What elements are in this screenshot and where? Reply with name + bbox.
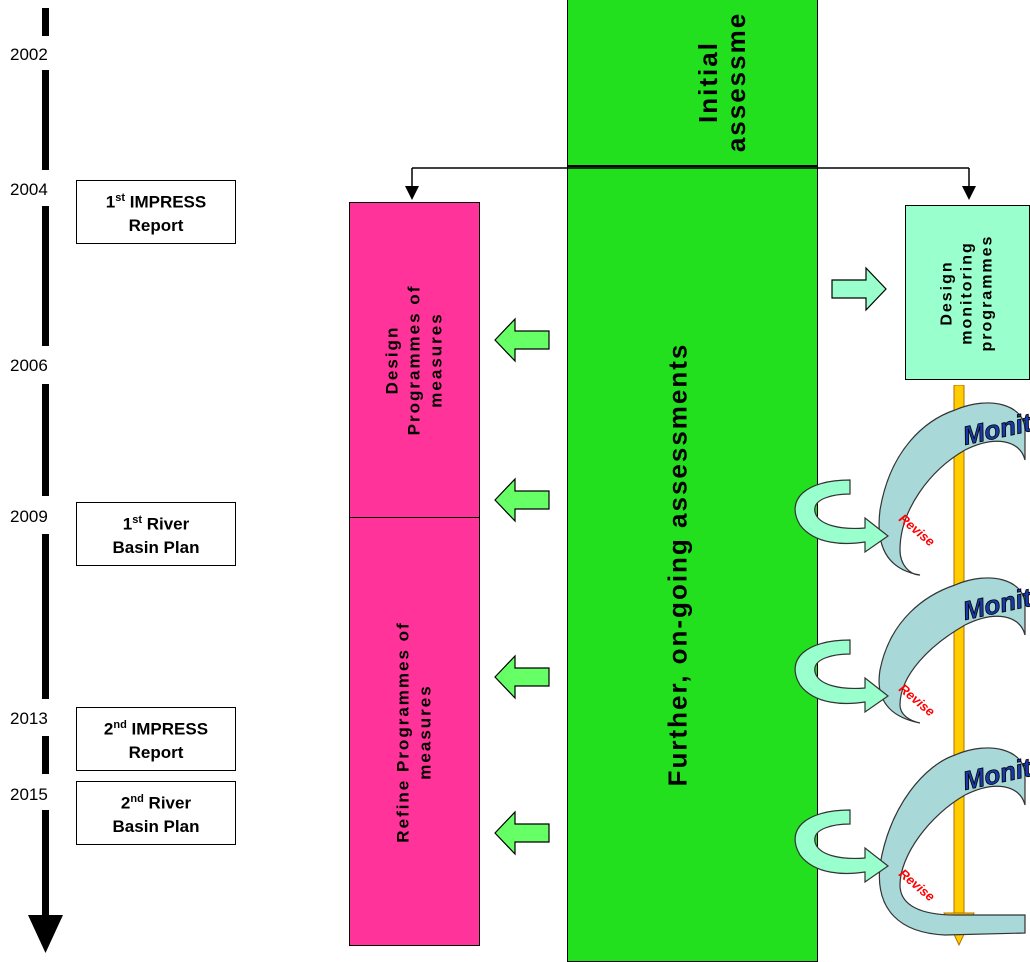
initial-assessment-box: Initial assessme	[567, 0, 818, 166]
design-monitoring-line3: programmes	[978, 234, 996, 351]
milestone-1st-impress-report: 1st IMPRESS Report	[76, 180, 236, 244]
ribbon-band	[878, 402, 1026, 576]
refine-programmes-line1: Refine Programmes of	[393, 620, 413, 843]
initial-assessment-line2: assessme	[721, 11, 752, 153]
timeline-segment	[42, 70, 49, 170]
design-programmes-line2: Programmes of	[404, 284, 424, 436]
milestone-2nd-impress-report: 2nd IMPRESS Report	[76, 707, 236, 771]
timeline-segment	[42, 384, 49, 496]
further-assessments-box: Further, on-going assessments	[567, 166, 818, 962]
design-programmes-box: Design Programmes of measures	[349, 202, 480, 518]
ribbon-band	[878, 747, 1026, 936]
right-arrow-icon	[831, 266, 887, 312]
year-label: 2009	[10, 507, 48, 526]
left-arrow-icon	[494, 477, 550, 523]
ribbon-band	[878, 577, 1026, 724]
left-arrow-icon	[494, 810, 550, 856]
monitor-revise-cycle: Monitor Revise	[794, 401, 1030, 576]
cycle-arrow-icon	[794, 809, 890, 884]
monitor-revise-cycle: Monitor Revise	[794, 576, 1030, 724]
design-programmes-line1: Design	[382, 325, 402, 395]
milestone-1st-river-basin-plan: 1st River Basin Plan	[76, 502, 236, 566]
milestone-2nd-river-basin-plan: 2nd River Basin Plan	[76, 781, 236, 845]
year-label: 2015	[10, 785, 48, 804]
refine-programmes-line2: measures	[415, 683, 435, 780]
cycle-arrow-icon	[794, 479, 890, 554]
design-programmes-line3: measures	[426, 312, 446, 408]
design-monitoring-box: Design monitoring programmes	[905, 205, 1030, 380]
year-label: 2002	[10, 45, 48, 64]
left-arrow-icon	[494, 317, 550, 363]
arrowhead-icon	[405, 186, 419, 200]
monitor-revise-cycle: Monitor Revise	[794, 746, 1030, 936]
timeline-segment	[42, 534, 49, 699]
timeline-segment	[42, 810, 49, 922]
timeline-arrowhead-icon	[28, 915, 63, 953]
further-assessments-label: Further, on-going assessments	[662, 342, 692, 786]
left-arrow-icon	[494, 654, 550, 700]
year-label: 2006	[10, 356, 48, 375]
year-label: 2013	[10, 709, 48, 728]
timeline-segment	[42, 8, 49, 36]
year-label: 2004	[10, 180, 48, 199]
timeline-segment	[42, 736, 49, 774]
branch-connector	[405, 167, 976, 200]
refine-programmes-box: Refine Programmes of measures	[349, 517, 480, 946]
timeline-segment	[42, 206, 49, 346]
design-monitoring-line1: Design	[938, 259, 956, 326]
initial-assessment-line1: Initial	[693, 41, 724, 123]
design-monitoring-line2: monitoring	[958, 240, 976, 345]
arrowhead-icon	[962, 186, 976, 200]
cycle-arrow-icon	[794, 639, 890, 714]
